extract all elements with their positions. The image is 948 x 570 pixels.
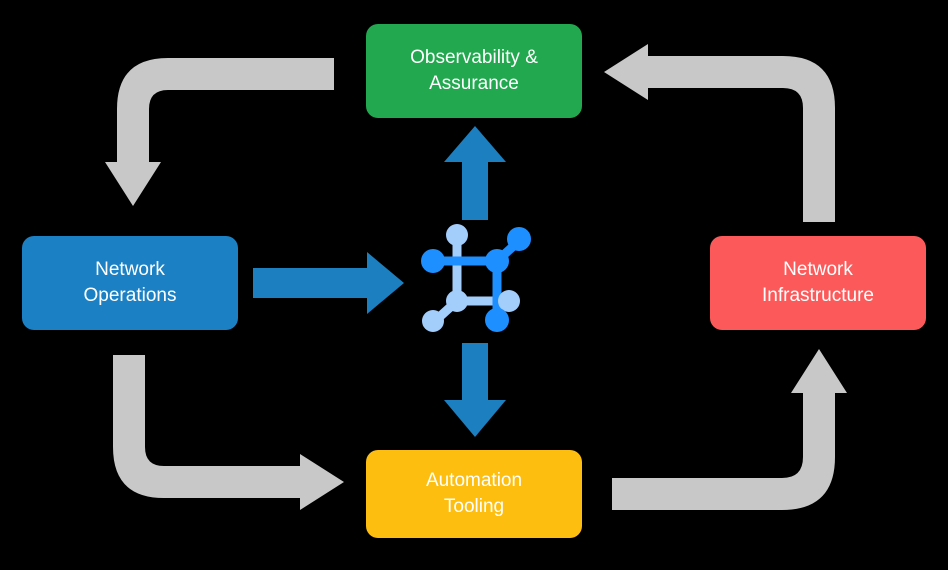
- topology-secondary-nodes: [422, 224, 520, 332]
- gray-arrow-observability-to-operations: [105, 58, 334, 206]
- node-box-network-infrastructure[interactable]: Network Infrastructure: [710, 236, 926, 330]
- node-label-network-operations: Network Operations: [83, 259, 177, 306]
- blue-arrow-operations-to-center: [253, 252, 404, 314]
- network-topology-icon: [421, 224, 531, 332]
- blue-arrow-center-to-observability: [444, 126, 506, 220]
- gray-arrow-automation-to-infrastructure: [612, 349, 847, 510]
- node-box-observability[interactable]: Observability & Assurance: [366, 24, 582, 118]
- node-box-network-operations[interactable]: Network Operations: [22, 236, 238, 330]
- node-box-automation-tooling[interactable]: Automation Tooling: [366, 450, 582, 538]
- node-label-observability: Observability & Assurance: [410, 47, 538, 94]
- blue-arrow-center-to-automation: [444, 343, 506, 437]
- node-label-automation-tooling: Automation Tooling: [425, 470, 523, 517]
- gray-arrow-infrastructure-to-observability: [604, 44, 835, 222]
- gray-arrow-operations-to-automation: [113, 355, 344, 510]
- topology-primary-nodes: [421, 227, 531, 332]
- node-label-network-infrastructure: Network Infrastructure: [762, 259, 874, 306]
